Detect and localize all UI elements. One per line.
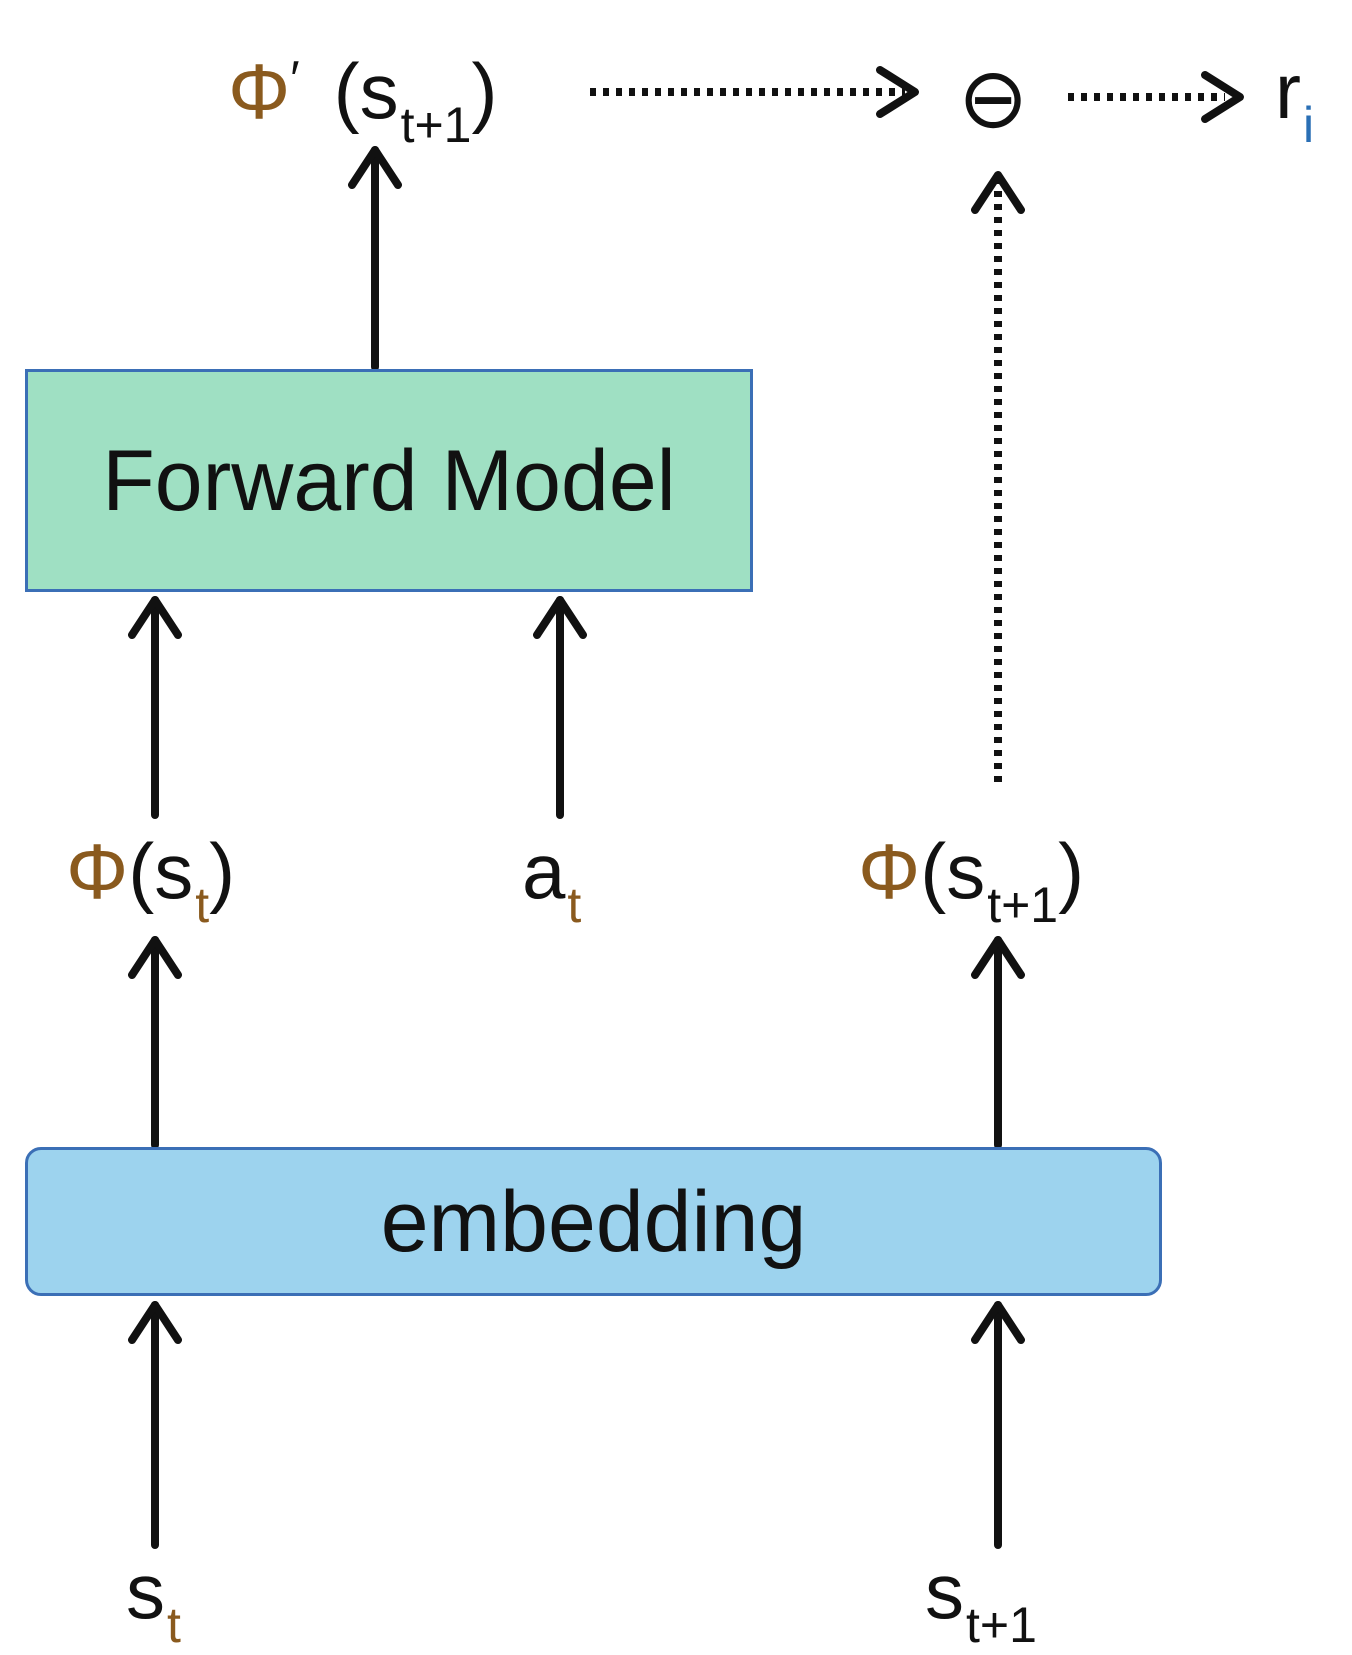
arrowhead-forward-model-to-phi-prime xyxy=(348,146,402,189)
arrowhead-embedding-to-phi-st xyxy=(128,936,182,979)
arrowhead-at-to-forward-model xyxy=(533,596,587,639)
minus-operator: ⊖ xyxy=(958,51,1029,145)
embedding-box: embedding xyxy=(25,1147,1162,1296)
arrowhead-st1-to-embedding xyxy=(971,1301,1025,1344)
action-label: at xyxy=(522,827,582,933)
reward-label: ri xyxy=(1275,47,1315,153)
forward-model-box: Forward Model xyxy=(25,369,753,592)
arrowhead-dotted-phi-prime-to-minus xyxy=(876,66,919,118)
state-st-label: st xyxy=(126,1547,181,1653)
arrowhead-st-to-embedding xyxy=(128,1301,182,1344)
phi-st1-label: Φ(st+1) xyxy=(858,827,1085,933)
arrowhead-embedding-to-phi-st1 xyxy=(971,936,1025,979)
arrowhead-dotted-minus-to-ri xyxy=(1201,71,1244,123)
phi-st-label: Φ(st) xyxy=(66,827,236,933)
arrowhead-phi-st-to-forward-model xyxy=(128,596,182,639)
state-st1-label: st+1 xyxy=(925,1547,1037,1653)
phi-prime-st1-label: Φ′(st+1) xyxy=(228,47,498,153)
embedding-label: embedding xyxy=(380,1173,807,1270)
forward-model-label: Forward Model xyxy=(102,432,676,529)
arrowhead-dotted-phi-st1-to-minus xyxy=(971,171,1025,214)
